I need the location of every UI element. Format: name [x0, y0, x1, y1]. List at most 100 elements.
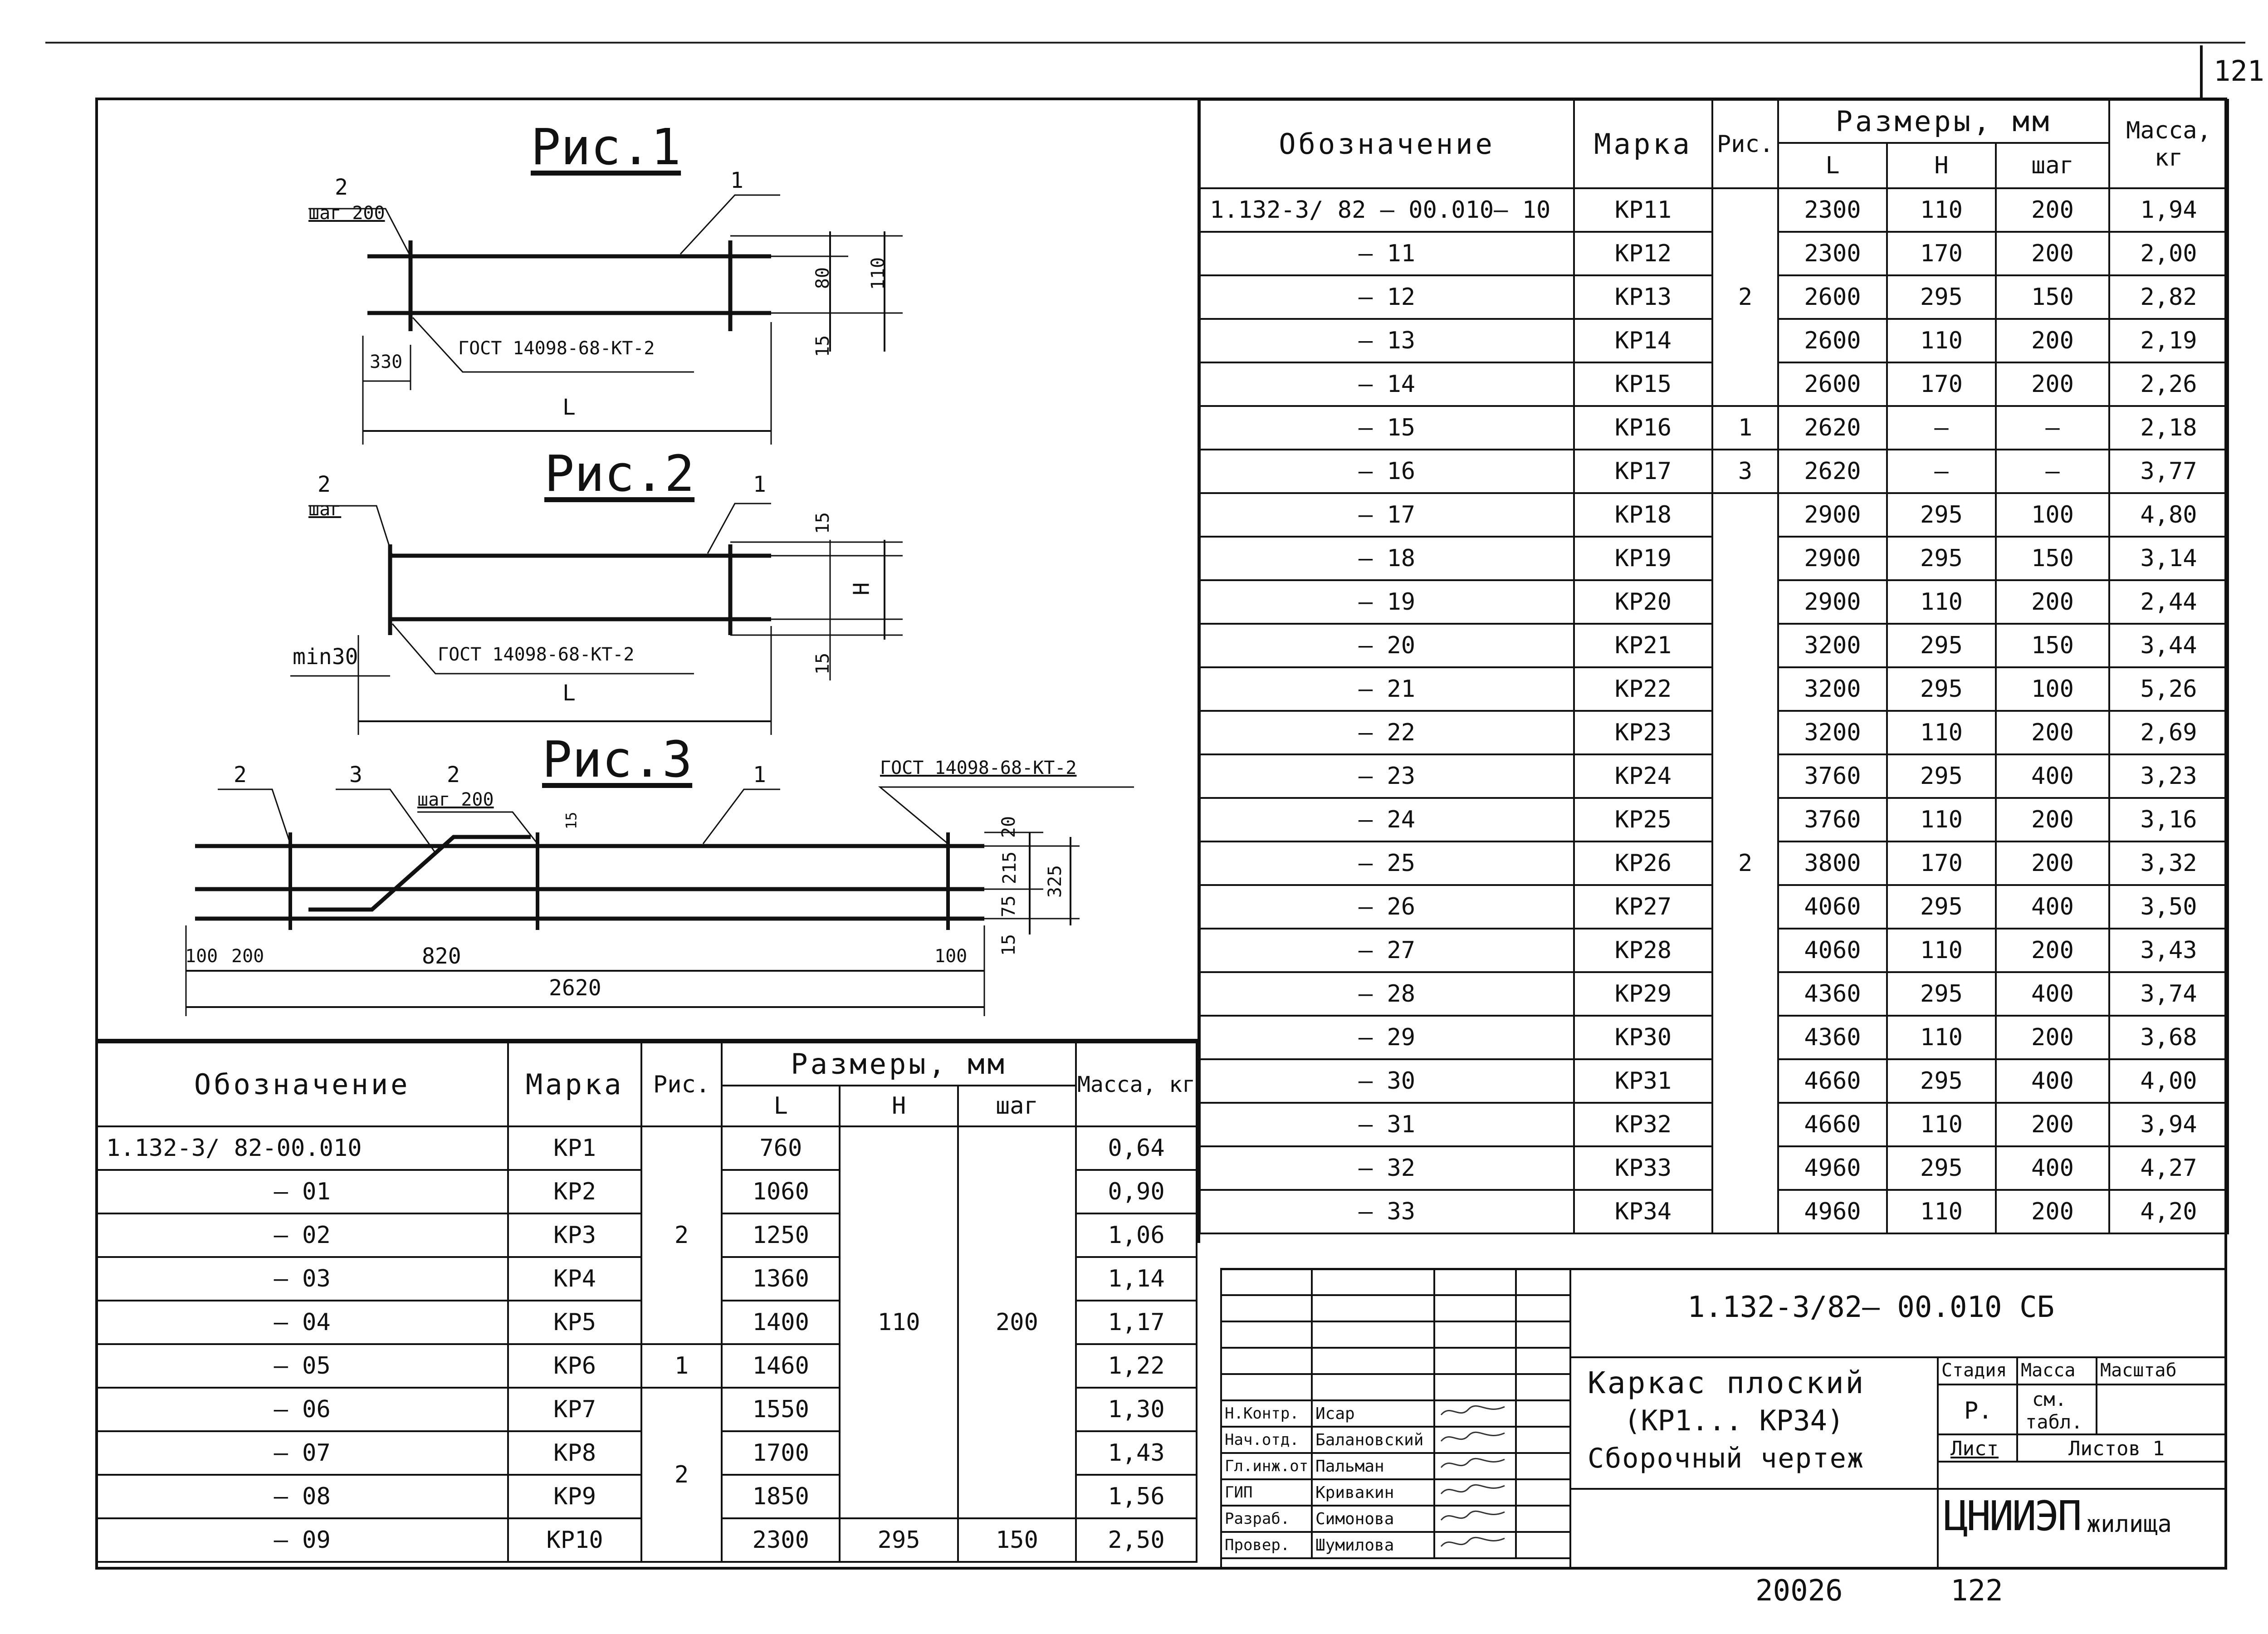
- lt-des: – 09: [95, 1517, 509, 1563]
- tb-mass-label: Масса: [2021, 1360, 2076, 1381]
- fig2-d15b: 15: [812, 652, 834, 675]
- rt-mark: КР19: [1573, 536, 1713, 581]
- tb-sheet-label: Лист: [1950, 1437, 1999, 1460]
- rt-step: 200: [1995, 928, 2110, 973]
- rt-des: – 11: [1199, 231, 1575, 276]
- tb-right-divider: [1937, 1356, 1939, 1570]
- rt-des: – 33: [1199, 1189, 1575, 1234]
- tb-row-div3: [1937, 1461, 2227, 1463]
- rt-mass: 3,77: [2108, 449, 2229, 494]
- sheet-number-top: 121: [2214, 54, 2264, 88]
- rt-L: 3800: [1777, 841, 1888, 886]
- signer-name: Исар: [1311, 1399, 1435, 1428]
- rt-H: 295: [1886, 971, 1997, 1017]
- signer-signature: [1433, 1452, 1517, 1480]
- lt-h-designation: Обозначение: [95, 1042, 509, 1127]
- lt-mark: КР3: [507, 1213, 642, 1258]
- table-row: – 04 КР5 1400 1,17: [95, 1300, 1198, 1345]
- rt-mark: КР28: [1573, 928, 1713, 973]
- signer-signature: [1433, 1478, 1517, 1507]
- fig2-step: шаг: [308, 499, 342, 520]
- rt-step: 100: [1995, 492, 2110, 538]
- rt-L: 4660: [1777, 1102, 1888, 1147]
- signer-name: Симонова: [1311, 1505, 1435, 1533]
- lt-mark: КР5: [507, 1300, 642, 1345]
- lt-mass: 1,22: [1075, 1343, 1198, 1389]
- lt-mark: КР2: [507, 1169, 642, 1214]
- fig1-d110: 110: [868, 257, 889, 290]
- rt-mass: 2,44: [2108, 579, 2229, 625]
- rt-des: – 32: [1199, 1145, 1575, 1191]
- rt-mass: 3,14: [2108, 536, 2229, 581]
- fig3-d100a: 100: [185, 946, 218, 967]
- rt-step: 200: [1995, 1102, 2110, 1147]
- rt-H: 110: [1886, 1015, 1997, 1060]
- rt-H: 110: [1886, 1189, 1997, 1234]
- fig3-d15: 15: [562, 812, 580, 830]
- signer-date: [1515, 1505, 1571, 1533]
- rt-step: 400: [1995, 884, 2110, 930]
- fig1-L: L: [562, 395, 576, 420]
- lt-des: – 08: [95, 1474, 509, 1519]
- rt-mark: КР17: [1573, 449, 1713, 494]
- lt-mass: 1,30: [1075, 1387, 1198, 1432]
- lt-L: 1850: [721, 1474, 841, 1519]
- rt-mark: КР18: [1573, 492, 1713, 538]
- lt-des: – 04: [95, 1300, 509, 1345]
- signer-date: [1515, 1399, 1571, 1428]
- table-row: – 08 КР9 1850 1,56: [95, 1474, 1198, 1519]
- fig1-gost: ГОСТ 14098-68-КТ-2: [458, 338, 655, 359]
- table-row: – 03 КР4 1360 1,14: [95, 1256, 1198, 1301]
- rt-des: – 22: [1199, 710, 1575, 755]
- fig2-min30: min30: [293, 644, 358, 670]
- fig3-d20: 20: [998, 816, 1020, 838]
- rt-step: 100: [1995, 666, 2110, 712]
- rt-step: 400: [1995, 753, 2110, 799]
- rt-L: 2620: [1777, 449, 1888, 494]
- signer-role: Разраб.: [1220, 1505, 1313, 1533]
- fig1-step: шаг 200: [308, 203, 385, 224]
- signer-role: Н.Контр.: [1220, 1399, 1313, 1428]
- rt-L: 4060: [1777, 884, 1888, 930]
- fig3-d75: 75: [998, 895, 1020, 918]
- rt-mark: КР27: [1573, 884, 1713, 930]
- signer-role: Гл.инж.от.: [1220, 1452, 1313, 1480]
- signer-row: Гл.инж.от.Пальман: [1220, 1452, 1571, 1480]
- rt-L: 3200: [1777, 666, 1888, 712]
- tb-col-div2: [2096, 1356, 2097, 1433]
- lt-mark: КР8: [507, 1430, 642, 1476]
- rt-step: 400: [1995, 971, 2110, 1017]
- rt-L: 4360: [1777, 971, 1888, 1017]
- lt-mark: КР10: [507, 1517, 642, 1563]
- fig3-pos1: 1: [753, 762, 766, 788]
- rt-mass: 4,00: [2108, 1058, 2229, 1104]
- fig3-d325: 325: [1045, 865, 1066, 898]
- lt-mark: КР4: [507, 1256, 642, 1301]
- rt-mass: 3,16: [2108, 797, 2229, 842]
- rt-fig: 3: [1711, 449, 1779, 494]
- lt-L: 1460: [721, 1343, 841, 1389]
- sheet-number-bottom: 122: [1950, 1574, 2003, 1608]
- rt-L: 3200: [1777, 710, 1888, 755]
- lt-L: 1550: [721, 1387, 841, 1432]
- rt-des: – 13: [1199, 318, 1575, 363]
- signer-signature: [1433, 1399, 1517, 1428]
- rt-des: – 12: [1199, 274, 1575, 320]
- rt-fig-merged-a: 2: [1711, 187, 1779, 407]
- fig3-d200: 200: [231, 946, 264, 967]
- rt-H: 110: [1886, 928, 1997, 973]
- rt-mark: КР23: [1573, 710, 1713, 755]
- rt-step: 200: [1995, 362, 2110, 407]
- tb-row-div4: [1569, 1488, 2227, 1490]
- rt-mass: 3,44: [2108, 623, 2229, 668]
- fig2-pos1: 1: [753, 472, 766, 497]
- tb-name-line1: Каркас плоский: [1588, 1365, 1866, 1400]
- tb-row-div1: [1937, 1384, 2227, 1385]
- tb-name-line2: (КР1... КР34): [1624, 1404, 1844, 1437]
- rt-L: 3200: [1777, 623, 1888, 668]
- fig3-d100b: 100: [934, 946, 968, 967]
